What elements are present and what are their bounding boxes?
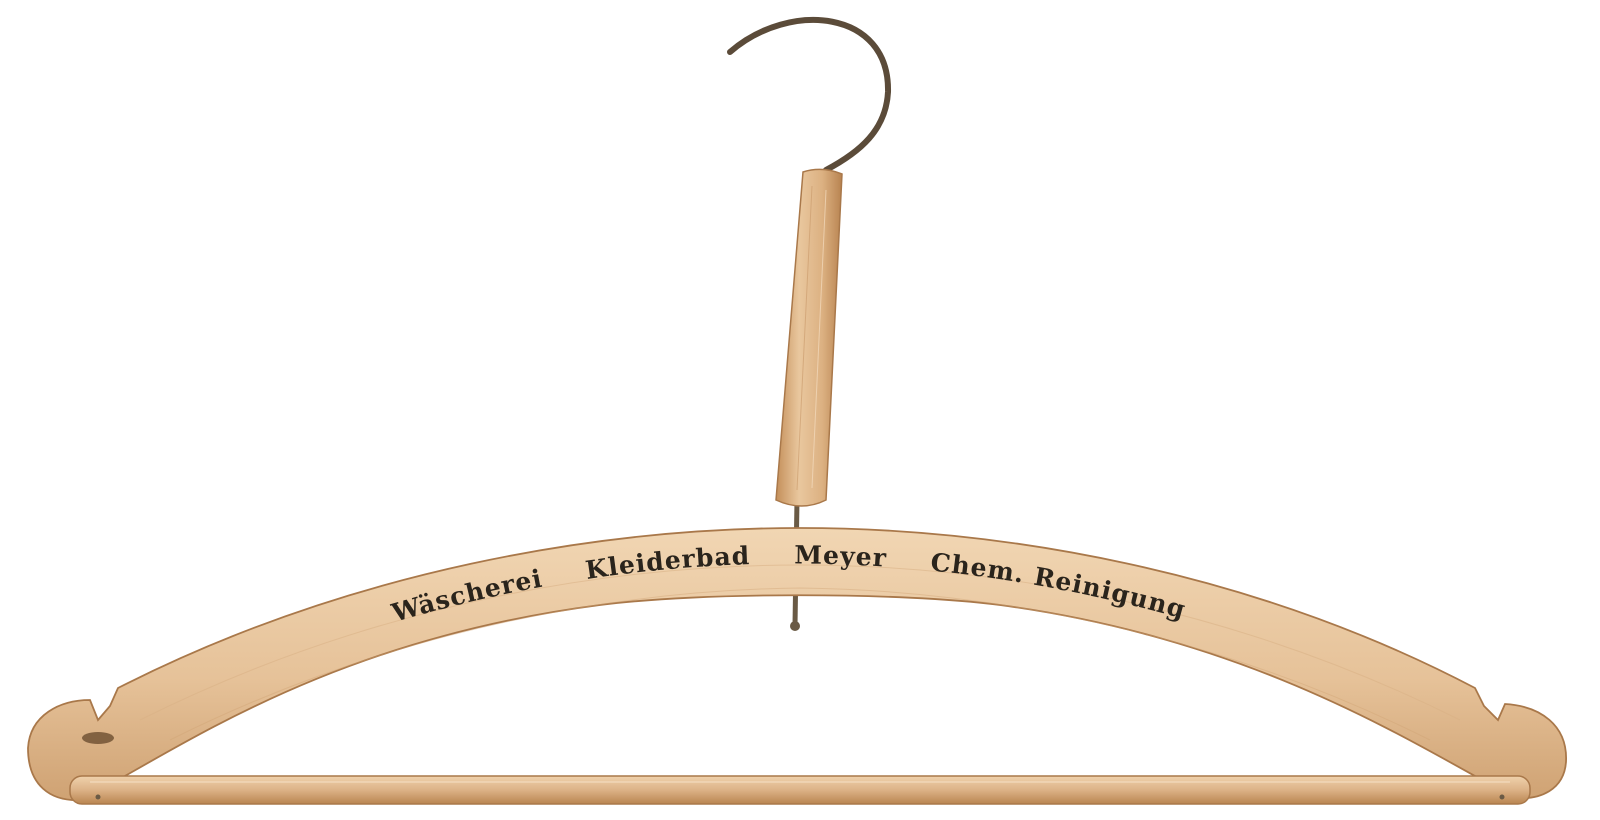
imprint-word-3: Meyer <box>794 540 888 572</box>
rod-end-knob <box>790 621 800 631</box>
trouser-bar <box>69 775 1531 805</box>
wood-knot <box>82 732 114 744</box>
metal-hook <box>727 17 892 173</box>
hanger-arm <box>27 527 1567 801</box>
wooden-handle <box>775 168 843 507</box>
